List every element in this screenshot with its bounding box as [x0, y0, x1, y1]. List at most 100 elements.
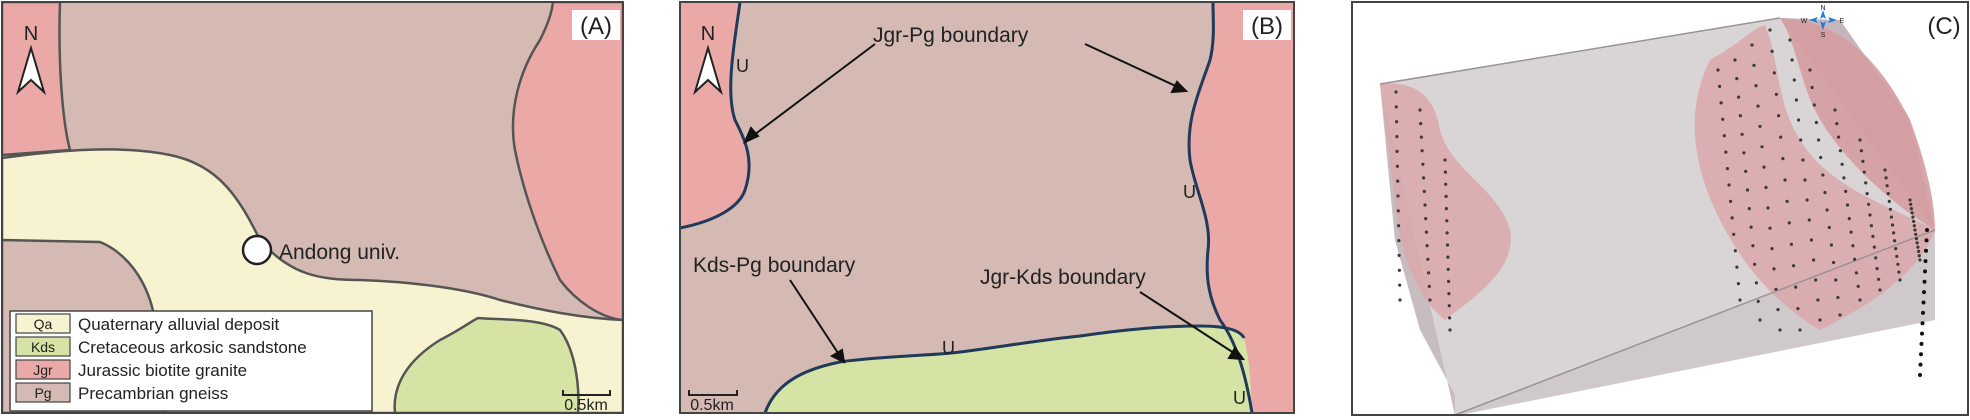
borehole-dot [1397, 253, 1401, 257]
borehole-dot [1764, 185, 1768, 190]
borehole-dot [1814, 120, 1818, 125]
borehole-dot [1865, 192, 1869, 196]
borehole-dot [1838, 149, 1842, 153]
borehole-dot [1774, 287, 1778, 291]
borehole-dot [1861, 159, 1865, 163]
compass-needle-s [1820, 21, 1826, 30]
legend-code-qa: Qa [34, 316, 53, 332]
borehole-dot [1428, 298, 1432, 302]
borehole-dot [1760, 145, 1764, 149]
borehole-points [1394, 28, 1929, 377]
borehole-dot [1796, 307, 1800, 311]
borehole-dot [1862, 170, 1866, 174]
borehole-dot [1858, 138, 1862, 142]
borehole-dot [1801, 158, 1805, 162]
jgr-pg-boundary-east [1187, 2, 1254, 413]
borehole-dot [1781, 157, 1785, 161]
borehole-dot [1913, 228, 1917, 232]
kds-area [393, 316, 580, 413]
borehole-dot [1779, 135, 1783, 139]
borehole-dot [1424, 230, 1428, 234]
legend-code-jgr: Jgr [33, 362, 53, 378]
borehole-dot [1858, 298, 1862, 302]
borehole-dot [1819, 155, 1823, 160]
borehole-dot [1448, 328, 1452, 332]
annotation-arrows [743, 43, 1246, 364]
borehole-dot [1447, 292, 1451, 296]
borehole-dot [1816, 298, 1820, 302]
borehole-dot [1924, 238, 1929, 243]
borehole-dot [1792, 78, 1796, 82]
borehole-dot [1877, 277, 1881, 281]
borehole-dot [1892, 231, 1896, 235]
borehole-dot [1914, 237, 1918, 241]
borehole-dot [1797, 118, 1801, 122]
borehole-dot [1874, 256, 1878, 260]
borehole-dot [1918, 258, 1922, 262]
borehole-dot [1762, 165, 1766, 169]
borehole-dot [1823, 190, 1827, 195]
borehole-dot [1798, 328, 1802, 332]
panel-b-frame [679, 1, 1295, 414]
borehole-dot [1738, 298, 1742, 302]
u-mark-1: U [736, 56, 749, 76]
borehole-dot [1787, 221, 1791, 225]
jgr-area-b-east [1189, 2, 1294, 413]
borehole-dot [1444, 194, 1448, 198]
borehole-dot [1886, 192, 1890, 196]
borehole-dot [1921, 300, 1926, 305]
borehole-dot [1397, 268, 1401, 272]
borehole-dot [1444, 182, 1448, 186]
borehole-dot [1809, 238, 1813, 242]
jgr-pg-boundary-west [680, 2, 751, 230]
borehole-dot [1742, 151, 1746, 155]
borehole-dot [1810, 85, 1814, 90]
borehole-dot [1394, 105, 1398, 109]
arrow-to-west-boundary [749, 43, 876, 139]
borehole-dot [1446, 267, 1450, 271]
borehole-dot [1925, 228, 1929, 232]
borehole-dot [1817, 138, 1821, 142]
borehole-dot [1832, 260, 1836, 265]
borehole-dot [1768, 28, 1772, 32]
borehole-dot [1920, 321, 1925, 326]
borehole-dot [1859, 149, 1863, 153]
compass-needle-e [1828, 17, 1837, 23]
borehole-dot [1896, 262, 1900, 266]
borehole-dot [1789, 242, 1793, 246]
legend-item-kds: Kds Cretaceous arkosic sandstone [15, 336, 307, 357]
borehole-dot [1888, 207, 1892, 211]
borehole-dot [1735, 77, 1739, 81]
borehole-dot [1447, 304, 1451, 308]
borehole-dot [1838, 313, 1842, 317]
borehole-dot [1716, 68, 1720, 72]
borehole-dot [1833, 108, 1837, 112]
u-mark-3: U [942, 338, 955, 358]
borehole-dot [1799, 138, 1803, 142]
borehole-dot [1922, 290, 1926, 295]
borehole-dot [1923, 269, 1927, 274]
borehole-dot [1794, 285, 1798, 289]
borehole-dot [1427, 284, 1431, 288]
borehole-dot [1740, 132, 1744, 136]
borehole-dot [1423, 203, 1427, 207]
legend-code-pg: Pg [34, 385, 51, 401]
borehole-dot [1745, 188, 1750, 192]
legend-swatch-jgr [15, 359, 71, 380]
borehole-dot [1818, 318, 1822, 322]
arrow-to-jgr-kds [1139, 291, 1238, 356]
borehole-dot [1396, 179, 1400, 183]
borehole-dot [1744, 169, 1748, 173]
borehole-dot [1427, 271, 1431, 275]
borehole-dot [1921, 310, 1925, 315]
site-circle [241, 234, 273, 266]
borehole-dot [1919, 341, 1924, 346]
borehole-dot [1396, 209, 1400, 213]
borehole-dot [1895, 254, 1899, 258]
borehole-dot [1444, 207, 1448, 211]
borehole-dot [1395, 135, 1399, 139]
label-jgr-pg-boundary: Jgr-Pg boundary [873, 24, 1029, 47]
borehole-dot [1772, 71, 1776, 75]
borehole-dot [1788, 38, 1792, 42]
borehole-dot [1770, 247, 1774, 251]
